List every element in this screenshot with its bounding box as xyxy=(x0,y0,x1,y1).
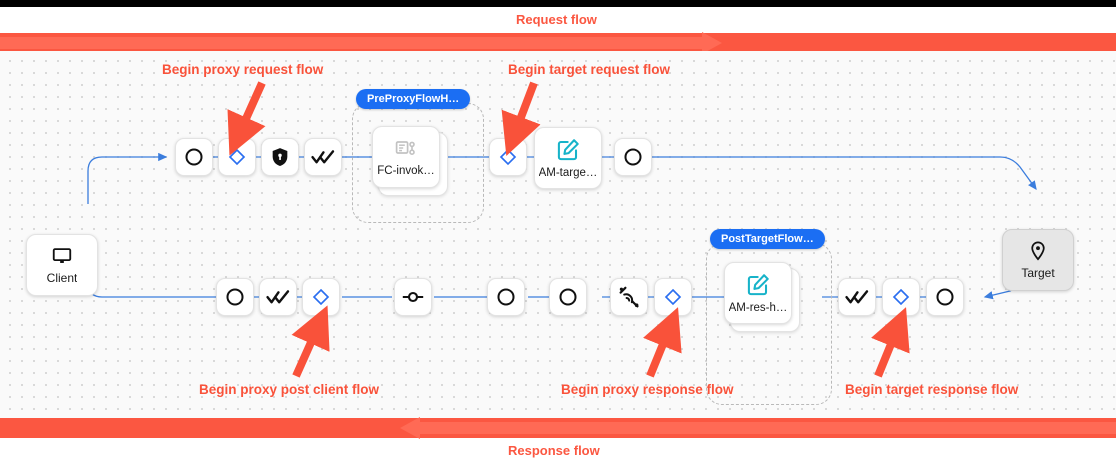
annotation-begin-proxy-request-flow: Begin proxy request flow xyxy=(162,62,324,77)
node-rs-9-am-res-hook[interactable]: AM-res-h… xyxy=(724,262,792,324)
request-flow-bar-front xyxy=(0,37,702,49)
script-flow-icon xyxy=(394,137,418,161)
node-rq-1-circle-outline[interactable] xyxy=(175,138,213,176)
group-chip-preproxyflowhook[interactable]: PreProxyFlowH… xyxy=(356,89,471,109)
endpoint-target-label: Target xyxy=(1021,266,1055,280)
circle-outline-icon xyxy=(557,286,579,308)
node-link-icon xyxy=(401,285,425,309)
edit-square-icon xyxy=(745,272,771,298)
node-rs-1-circle-outline[interactable] xyxy=(216,278,254,316)
request-flow-banner xyxy=(0,32,1116,54)
diamond-icon xyxy=(663,287,683,307)
diamond-icon xyxy=(498,147,518,167)
node-rs-3-diamond[interactable] xyxy=(302,278,340,316)
response-flow-bar-front xyxy=(420,422,1116,434)
node-rs-7-satellite-signal[interactable] xyxy=(610,278,648,316)
diamond-icon xyxy=(311,287,331,307)
node-rq-2-diamond[interactable] xyxy=(218,138,256,176)
circle-outline-icon xyxy=(495,286,517,308)
endpoint-client[interactable]: Client xyxy=(26,234,98,296)
node-rq-6-diamond[interactable] xyxy=(489,138,527,176)
node-rs-4-node-link[interactable] xyxy=(394,278,432,316)
node-rq-4-double-check[interactable] xyxy=(304,138,342,176)
node-rs-12-circle-outline[interactable] xyxy=(926,278,964,316)
top-black-strip xyxy=(0,0,1116,7)
node-rq-7-label: AM-targe… xyxy=(538,166,598,179)
group-chip-posttargetflowhook[interactable]: PostTargetFlow… xyxy=(710,229,825,249)
request-flow-label: Request flow xyxy=(516,12,597,27)
annotation-begin-proxy-post-client-flow: Begin proxy post client flow xyxy=(199,382,380,397)
flow-canvas[interactable]: PreProxyFlowH… PostTargetFlow… Client Ta… xyxy=(0,51,1116,418)
circle-outline-icon xyxy=(622,146,644,168)
annotation-begin-target-response-flow: Begin target response flow xyxy=(845,382,1019,397)
node-rs-5-circle-outline[interactable] xyxy=(487,278,525,316)
double-check-icon xyxy=(311,145,335,169)
node-rq-7-am-target[interactable]: AM-targe… xyxy=(534,127,602,189)
node-rq-5-label: FC-invok… xyxy=(377,164,435,177)
monitor-icon xyxy=(51,245,73,267)
response-flow-arrowhead xyxy=(400,417,420,439)
node-rs-11-diamond[interactable] xyxy=(882,278,920,316)
double-check-icon xyxy=(266,285,290,309)
edit-square-icon xyxy=(555,137,581,163)
node-rq-5-stack: FC-invok… xyxy=(372,126,448,196)
node-rs-9-label: AM-res-h… xyxy=(728,301,788,314)
satellite-signal-icon xyxy=(617,285,641,309)
request-flow-arrowhead xyxy=(702,32,722,54)
response-flow-label: Response flow xyxy=(508,443,600,458)
node-rq-5-fc-invoke[interactable]: FC-invok… xyxy=(372,126,440,188)
node-rs-2-double-check[interactable] xyxy=(259,278,297,316)
circle-outline-icon xyxy=(183,146,205,168)
diamond-icon xyxy=(227,147,247,167)
node-rq-8-circle-outline[interactable] xyxy=(614,138,652,176)
response-flow-banner xyxy=(0,417,1116,439)
diamond-icon xyxy=(891,287,911,307)
endpoint-target[interactable]: Target xyxy=(1002,229,1074,291)
annotation-begin-target-request-flow: Begin target request flow xyxy=(508,62,671,77)
node-rs-10-double-check[interactable] xyxy=(838,278,876,316)
node-rq-3-shield-lock[interactable] xyxy=(261,138,299,176)
circle-outline-icon xyxy=(224,286,246,308)
double-check-icon xyxy=(845,285,869,309)
endpoint-client-label: Client xyxy=(46,271,78,285)
circle-outline-icon xyxy=(934,286,956,308)
node-rs-6-circle-outline[interactable] xyxy=(549,278,587,316)
connector-wires xyxy=(77,152,1037,300)
annotation-begin-proxy-response-flow: Begin proxy response flow xyxy=(561,382,734,397)
location-pin-icon xyxy=(1027,240,1049,262)
node-rs-9-stack: AM-res-h… xyxy=(724,262,800,332)
shield-lock-icon xyxy=(269,146,291,168)
node-rs-8-diamond[interactable] xyxy=(654,278,692,316)
